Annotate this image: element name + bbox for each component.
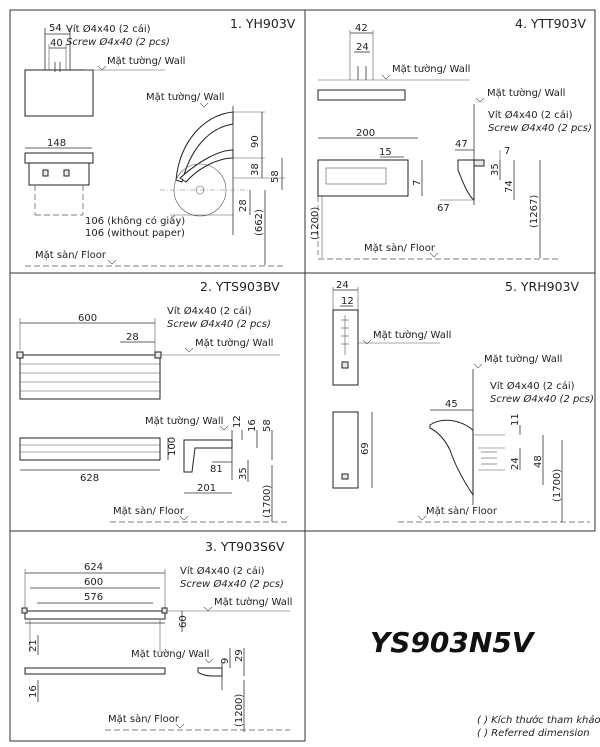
p1-dim-38: 38 (250, 163, 261, 176)
legend-vi: ( ) Kích thước tham khảo (477, 714, 600, 726)
p1-note-en: 106 (without paper) (85, 228, 185, 239)
p3-dim-9: 9 (220, 658, 231, 664)
panel-4-frame (304, 9, 596, 274)
p4-screw-en: Screw Ø4x40 (2 pcs) (488, 122, 592, 134)
p3-dim-624: 624 (84, 562, 103, 573)
p3-screw-vi: Vít Ø4x40 (2 cái) (180, 565, 265, 577)
p5-dim-1700: (1700) (552, 469, 563, 502)
p1-dim-662: (662) (254, 209, 265, 236)
panel-1: 1. YH903V 54 40 Vít Ø4x40 (2 cái) Screw … (24, 16, 296, 267)
panel-3: 3. YT903S6V Vít Ø4x40 (2 cái) Screw Ø4x4… (21, 539, 292, 732)
p4-dim-42: 42 (355, 23, 368, 34)
p4-dim-74: 7 (412, 180, 423, 186)
p4-dim-15: 15 (379, 147, 392, 158)
legend-en: ( ) Referred dimension (477, 728, 590, 739)
p3-floor-label: Mặt sàn/ Floor (108, 713, 180, 725)
p5-dim-12: 12 (341, 296, 354, 307)
p2-dim-201: 201 (197, 483, 216, 494)
panel-2-frame (9, 272, 306, 532)
p3-dim-16: 16 (28, 685, 39, 698)
p1-dim-28: 28 (238, 199, 249, 212)
p1-wall-label-side: Mặt tường/ Wall (146, 91, 224, 103)
p2-wall-label-top: Mặt tường/ Wall (195, 337, 273, 349)
p4-dim-8: 67 (437, 203, 450, 214)
p3-wall-label-side: Mặt tường/ Wall (131, 648, 209, 660)
p1-note-vi: 106 (không có giấy) (85, 215, 185, 227)
p3-dim-576: 576 (84, 592, 103, 603)
p5-screw-vi: Vít Ø4x40 (2 cái) (490, 380, 575, 392)
panel-3-frame (9, 530, 306, 742)
panel-2: 2. YTS903BV Vít Ø4x40 (2 cái) Screw Ø4x4… (16, 279, 290, 523)
p4-wall-label-side: Mặt tường/ Wall (487, 87, 565, 99)
p5-dim-24: 24 (336, 280, 349, 291)
p4-wall-label-top: Mặt tường/ Wall (392, 63, 470, 75)
p4-screw-vi: Vít Ø4x40 (2 cái) (488, 109, 573, 121)
panel-5-title: 5. YRH903V (505, 279, 579, 294)
panel-4: 4. YTT903V 42 24 Mặt tường/ Wall 200 15 … (310, 16, 592, 260)
p2-dim-100: 100 (167, 437, 178, 456)
panel-2-title: 2. YTS903BV (200, 279, 280, 294)
p2-screw-vi: Vít Ø4x40 (2 cái) (167, 305, 252, 317)
p5-wall-label-top: Mặt tường/ Wall (373, 329, 451, 341)
p5-screw-en: Screw Ø4x40 (2 pcs) (490, 393, 594, 405)
p3-dim-21: 21 (28, 639, 39, 652)
p2-wall-label-side: Mặt tường/ Wall (145, 415, 223, 427)
p2-floor-label: Mặt sàn/ Floor (113, 505, 185, 517)
p3-dim-1200: (1200) (234, 694, 245, 727)
p4-dim-7: 7 (504, 146, 510, 157)
panel-5-frame (304, 272, 596, 532)
p4-dim-35: 35 (490, 163, 501, 176)
p5-dim-24b: 24 (510, 457, 521, 470)
p4-floor-label: Mặt sàn/ Floor (364, 242, 436, 254)
p3-dim-600: 600 (84, 577, 103, 588)
p3-dim-29: 29 (234, 649, 245, 662)
panel-3-title: 3. YT903S6V (205, 539, 285, 554)
p2-dim-1700: (1700) (262, 485, 273, 518)
p3-dim-60: 60 (178, 615, 189, 628)
p2-dim-58: 58 (262, 419, 273, 432)
p5-wall-label-side: Mặt tường/ Wall (484, 353, 562, 365)
p1-dim-54: 54 (49, 23, 62, 34)
model-code: YS903N5V (370, 626, 536, 659)
p3-wall-label-top: Mặt tường/ Wall (214, 596, 292, 608)
p5-dim-48: 48 (533, 455, 544, 468)
p2-dim-81: 81 (210, 464, 223, 475)
p2-dim-28: 28 (126, 332, 139, 343)
p4-dim-47: 47 (455, 139, 468, 150)
p1-screw-vi: Vít Ø4x40 (2 cái) (66, 23, 151, 35)
p1-wall-label-top: Mặt tường/ Wall (107, 55, 185, 67)
p3-screw-en: Screw Ø4x40 (2 pcs) (180, 578, 284, 590)
p2-dim-35: 35 (238, 467, 249, 480)
p1-dim-40: 40 (50, 38, 63, 49)
p1-dim-148: 148 (47, 138, 66, 149)
p1-screw-en: Screw Ø4x40 (2 pcs) (66, 36, 170, 48)
p5-floor-label: Mặt sàn/ Floor (426, 505, 498, 517)
p2-dim-600: 600 (78, 313, 97, 324)
panel-1-title: 1. YH903V (230, 16, 296, 31)
p5-dim-69: 69 (360, 442, 371, 455)
p2-dim-628: 628 (80, 473, 99, 484)
panel-4-title: 4. YTT903V (515, 16, 586, 31)
panel-5: 5. YRH903V 24 12 Mặt tường/ Wall 69 Mặt … (332, 279, 594, 523)
p4-dim-24: 24 (356, 42, 369, 53)
p5-dim-11: 11 (510, 413, 521, 426)
p4-dim-1267: (1267) (529, 195, 540, 228)
p2-dim-16: 16 (247, 419, 258, 432)
p4-dim-200: 200 (356, 128, 375, 139)
p2-dim-12: 12 (232, 415, 243, 428)
p4-dim-67: 74 (504, 180, 515, 193)
p5-dim-45: 45 (445, 399, 458, 410)
p2-screw-en: Screw Ø4x40 (2 pcs) (167, 318, 271, 330)
p1-dim-58: 58 (270, 170, 281, 183)
p4-dim-1200: (1200) (310, 207, 321, 240)
p1-dim-90: 90 (250, 135, 261, 148)
p1-floor-label: Mặt sàn/ Floor (35, 249, 107, 261)
